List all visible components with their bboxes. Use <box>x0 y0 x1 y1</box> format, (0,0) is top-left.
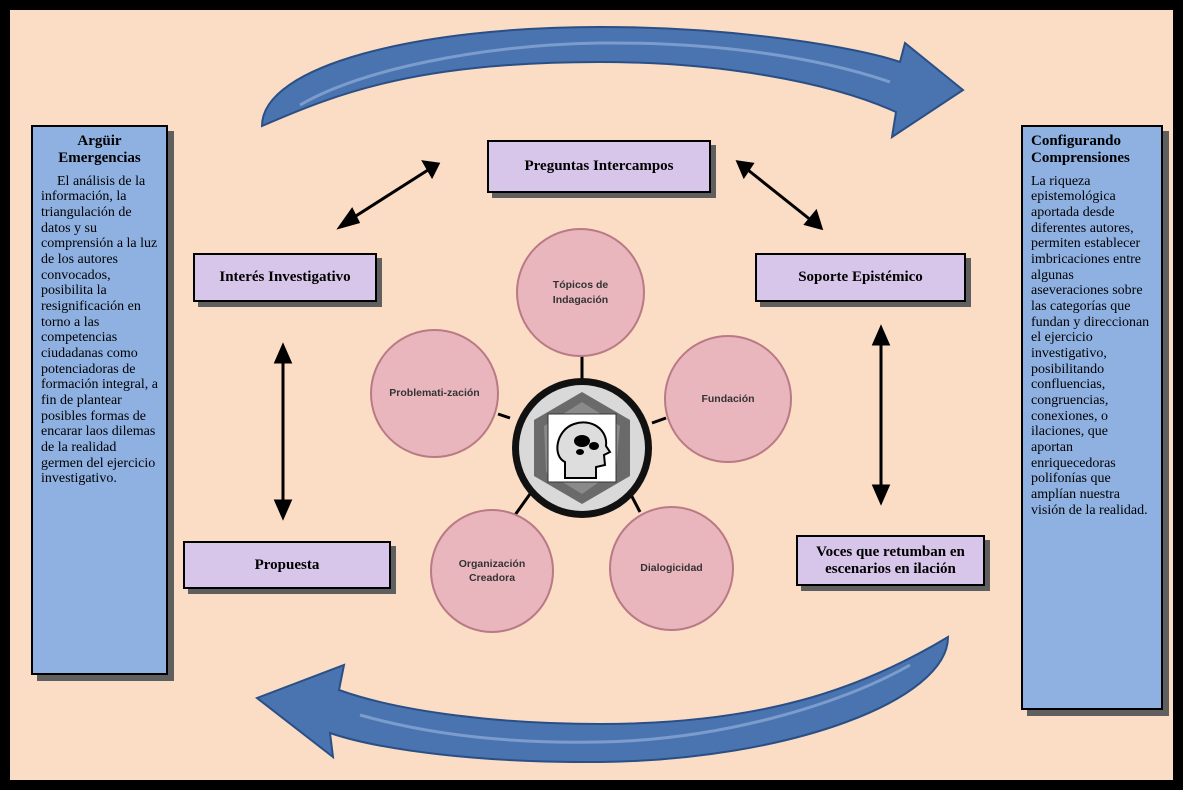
right-panel-text: La riqueza epistemológica aportada desde… <box>1031 173 1150 518</box>
circle-dialogicidad: Dialogicidad <box>609 506 734 631</box>
circle-topicos-de-indagacion: Tópicos de Indagación <box>516 228 645 357</box>
label-preguntas-intercampos: Preguntas Intercampos <box>487 140 711 193</box>
left-panel-text: El análisis de la información, la triang… <box>41 173 159 487</box>
circle-organizacion-creadora: Organización Creadora <box>430 509 554 633</box>
right-panel: Configurando Comprensiones La riqueza ep… <box>1021 125 1163 710</box>
label-interes-investigativo: Interés Investigativo <box>193 253 377 302</box>
right-panel-title: Configurando Comprensiones <box>1031 133 1130 167</box>
top-curved-arrow <box>260 25 965 140</box>
circle-fundacion: Fundación <box>664 335 792 463</box>
label-voces: Voces que retumban en escenarios en ilac… <box>796 535 985 586</box>
head-brain-icon <box>547 413 617 483</box>
label-propuesta: Propuesta <box>183 541 391 589</box>
circle-problematizacion: Problemati-zación <box>370 329 499 458</box>
left-panel: Argüir Emergencias El análisis de la inf… <box>31 125 168 675</box>
center-hub <box>512 378 652 518</box>
left-panel-title: Argüir Emergencias <box>58 133 141 167</box>
label-soporte-epistemico: Soporte Epistémico <box>755 253 966 302</box>
double-arrows <box>273 160 891 521</box>
